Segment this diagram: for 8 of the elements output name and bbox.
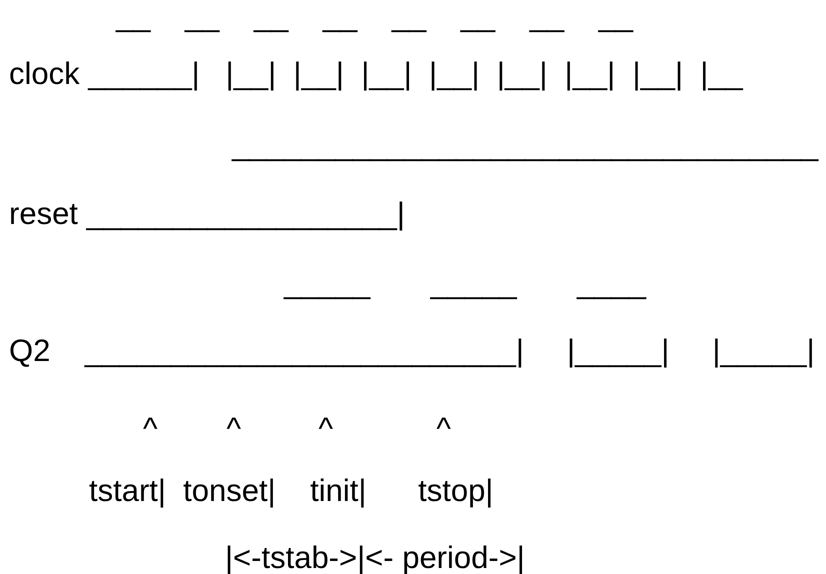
waveform-line: reset __________________| [9, 198, 405, 229]
waveform-line: clock ______| |__| |__| |__| |__| |__| |__| |__| |__ [9, 58, 743, 89]
waveform-line: _____ _____ ____ [284, 267, 646, 298]
waveform-line: __ __ __ __ __ __ __ __ [116, 0, 634, 31]
time-marker-row: ^ ^ ^ ^ [143, 413, 451, 444]
waveform-line: __________________________________ [232, 129, 818, 160]
timing-label-row: tstart| tonset| tinit| tstop| [89, 475, 494, 506]
waveform-line: Q2 _________________________| |_____| |_____| [9, 335, 815, 366]
